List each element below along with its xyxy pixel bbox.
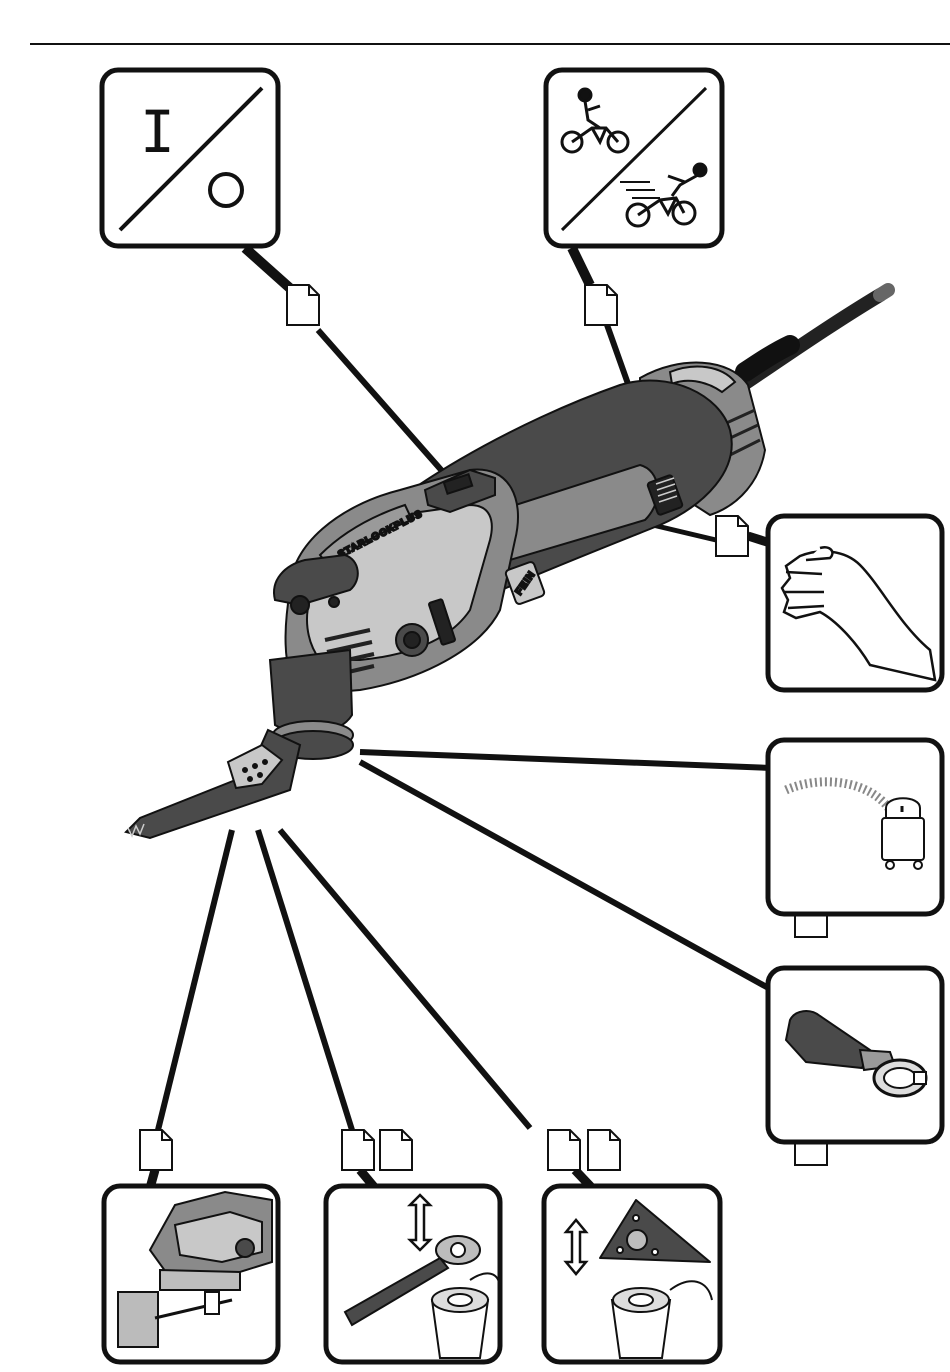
saw-blade	[126, 730, 300, 838]
leader-on-off	[245, 248, 292, 290]
panel-speed	[546, 70, 722, 246]
leader-speed	[572, 248, 590, 285]
page-reference-icon	[140, 1130, 172, 1170]
panel-sanding-pad-change	[544, 1186, 720, 1362]
page-reference-icon	[342, 1130, 374, 1170]
panel-on-off: I	[102, 70, 278, 246]
panel-blade-change	[326, 1186, 500, 1362]
leader-depth-stop	[158, 830, 232, 1130]
leader-blade-change	[258, 830, 352, 1130]
on-symbol: I	[140, 98, 175, 166]
panel-depth-stop	[104, 1186, 278, 1362]
leader-on-off-tail	[318, 330, 450, 480]
leader-dust	[360, 752, 772, 768]
leader-pad-change	[280, 830, 530, 1128]
page-reference-icon	[548, 1130, 580, 1170]
page-reference-icon	[716, 516, 748, 556]
page-reference-icon	[588, 1130, 620, 1170]
panel-extraction-hood	[768, 968, 942, 1142]
panel-hand-grip	[768, 516, 942, 690]
page-reference-icon	[380, 1130, 412, 1170]
panel-dust-extraction	[768, 740, 942, 914]
leader-hood	[360, 762, 772, 990]
page-reference-icon	[585, 285, 617, 325]
page-reference-icon	[287, 285, 319, 325]
